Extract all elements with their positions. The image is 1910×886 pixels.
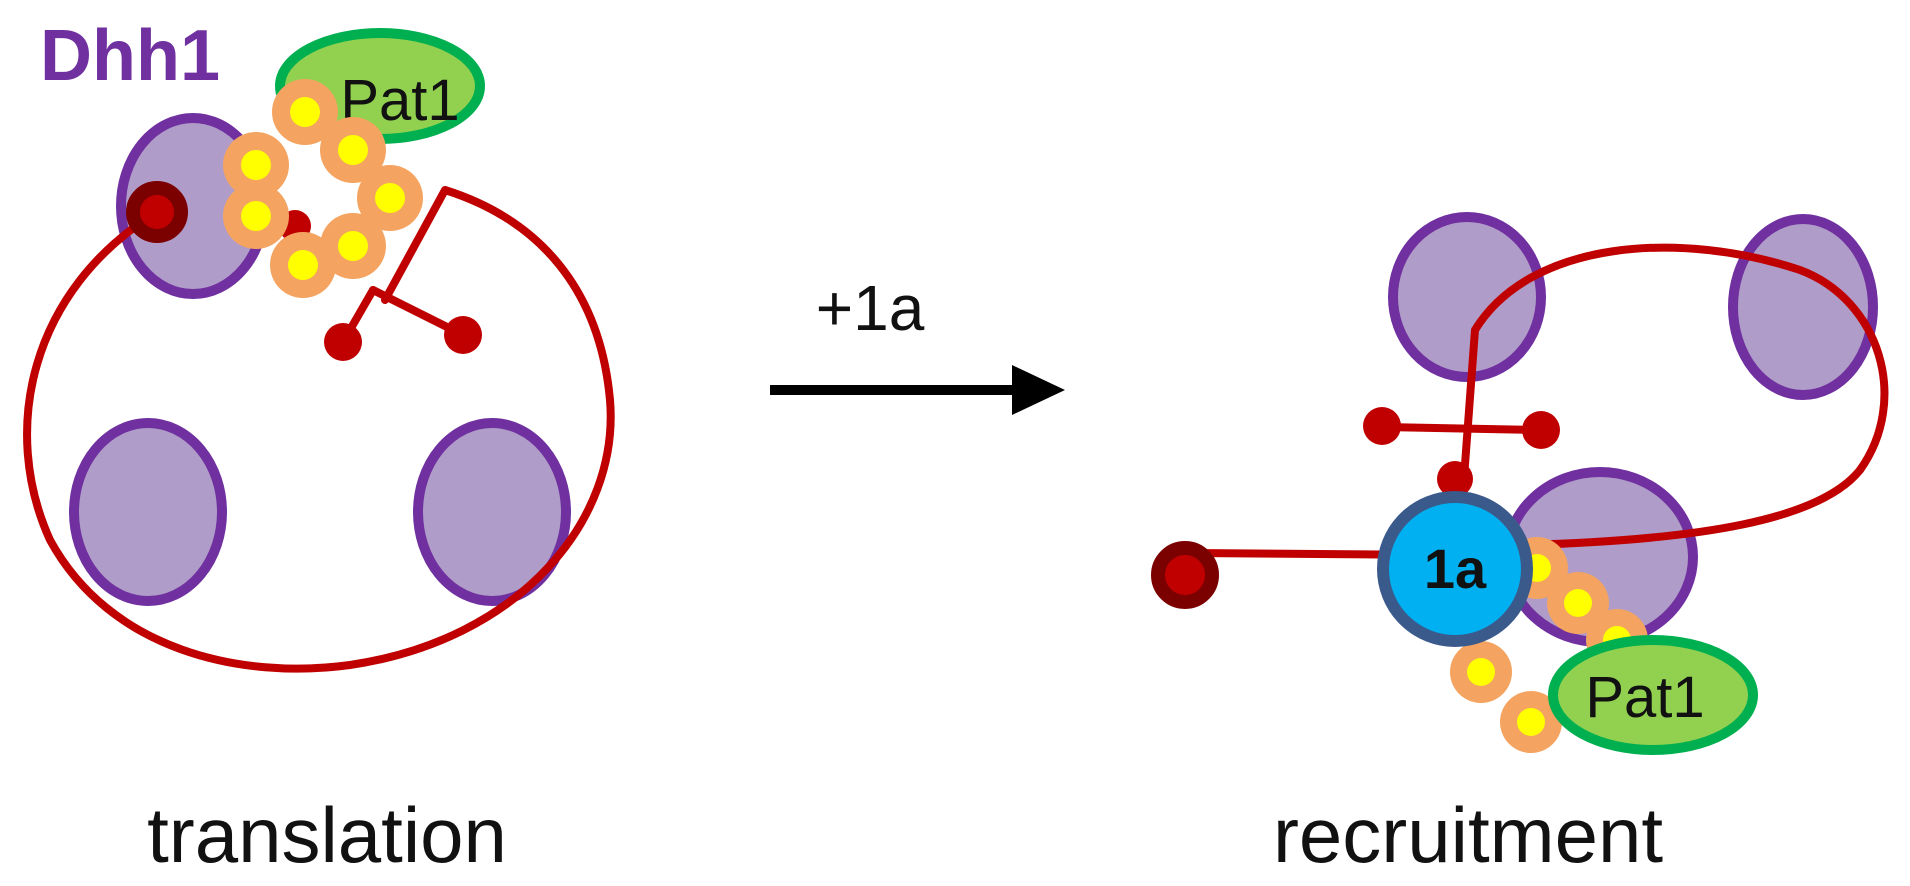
arrow-label: +1a bbox=[816, 272, 925, 344]
lsm-bead bbox=[1450, 641, 1512, 703]
caption-recruitment: recruitment bbox=[1273, 791, 1663, 879]
lsm-bead bbox=[320, 213, 386, 279]
lsm-bead bbox=[223, 183, 289, 249]
ribosome-top-left bbox=[1388, 212, 1546, 382]
mrna-cap bbox=[126, 181, 188, 243]
lsm-bead bbox=[223, 132, 289, 198]
pat1-right-label: Pat1 bbox=[1585, 665, 1704, 730]
lsm-bead bbox=[1547, 572, 1609, 634]
mrna-cap bbox=[1151, 541, 1219, 609]
arrow-head bbox=[1012, 365, 1065, 415]
lsm-ring-left bbox=[223, 79, 423, 298]
lsm-bead bbox=[1500, 691, 1562, 753]
polya-node bbox=[1437, 461, 1473, 497]
protein-1a bbox=[1377, 491, 1533, 647]
lsm-bead bbox=[357, 165, 423, 231]
polya-end-right bbox=[444, 316, 482, 354]
polya-end-left bbox=[324, 323, 362, 361]
protein-1a-label: 1a bbox=[1424, 537, 1487, 600]
dhh1-label: Dhh1 bbox=[40, 16, 220, 96]
lsm-bead bbox=[272, 79, 338, 145]
polya-bar bbox=[1378, 423, 1545, 434]
mrna-strand bbox=[1188, 243, 1889, 559]
ribosome-bottom-right bbox=[413, 418, 571, 606]
lsm-bead bbox=[320, 117, 386, 183]
pat1-right bbox=[1548, 635, 1758, 755]
translation-panel: Pat1 Dhh1 translation bbox=[23, 16, 615, 879]
lsm-bead bbox=[270, 232, 336, 298]
polya-end-right bbox=[1522, 411, 1560, 449]
polya-end-left bbox=[1363, 407, 1401, 445]
recruitment-panel: Pat1 1a recruitment bbox=[1151, 212, 1889, 879]
ribosome-bottom-left bbox=[69, 418, 227, 606]
transition-arrow: +1a bbox=[770, 272, 1065, 415]
caption-translation: translation bbox=[147, 791, 507, 879]
mrna-loop bbox=[23, 186, 615, 673]
